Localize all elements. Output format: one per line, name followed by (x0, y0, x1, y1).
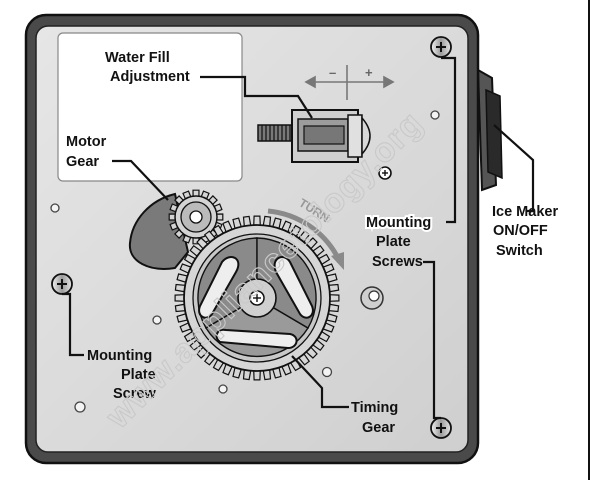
svg-text:Motor: Motor (66, 134, 107, 150)
svg-text:Gear: Gear (362, 420, 395, 436)
mounting-screw-bottom-right (430, 417, 452, 439)
svg-text:ON/OFF: ON/OFF (493, 223, 548, 239)
motor-gear (168, 189, 224, 245)
label-mounting-plate-screw: Mounting Plate Screw (87, 348, 156, 402)
svg-text:Mounting: Mounting (366, 215, 431, 231)
label-timing-gear: Timing Gear (351, 400, 398, 436)
label-mounting-plate-screws: Mounting Mounting Plate Screws (364, 213, 433, 270)
svg-text:Screws: Screws (372, 254, 423, 270)
svg-text:Gear: Gear (66, 154, 99, 170)
mounting-screw-left (51, 273, 73, 295)
timing-gear-screw-icon (249, 290, 265, 306)
svg-text:Timing: Timing (351, 400, 398, 416)
svg-text:Plate: Plate (376, 234, 411, 250)
adjuster-screw-icon (378, 166, 392, 180)
timing-gear (174, 215, 340, 381)
label-water-fill: Water Fill Adjustment (105, 50, 190, 85)
svg-text:Mounting: Mounting (366, 215, 431, 231)
adjust-minus-label: – (329, 65, 336, 80)
svg-text:Ice Maker: Ice Maker (492, 204, 558, 220)
label-ice-maker-switch: Ice Maker ON/OFF Switch (492, 204, 558, 259)
adjust-direction-indicator (304, 65, 395, 100)
svg-text:Screw: Screw (113, 386, 156, 402)
svg-text:Water Fill: Water Fill (105, 50, 170, 66)
water-fill-adjuster (257, 109, 392, 180)
motor-gear-arm (128, 192, 190, 270)
adjust-plus-label: + (365, 65, 373, 80)
label-motor-gear: Motor Gear (66, 134, 107, 170)
svg-text:Adjustment: Adjustment (110, 69, 190, 85)
svg-text:Switch: Switch (496, 243, 543, 259)
svg-text:Plate: Plate (121, 367, 156, 383)
cam-bushing (360, 286, 384, 310)
leader-lines (62, 56, 535, 420)
svg-text:Mounting: Mounting (87, 348, 152, 364)
plate-holes (50, 110, 440, 413)
mounting-screw-top-right (430, 36, 452, 58)
ice-maker-switch (476, 68, 503, 192)
turn-arrow (267, 208, 344, 270)
